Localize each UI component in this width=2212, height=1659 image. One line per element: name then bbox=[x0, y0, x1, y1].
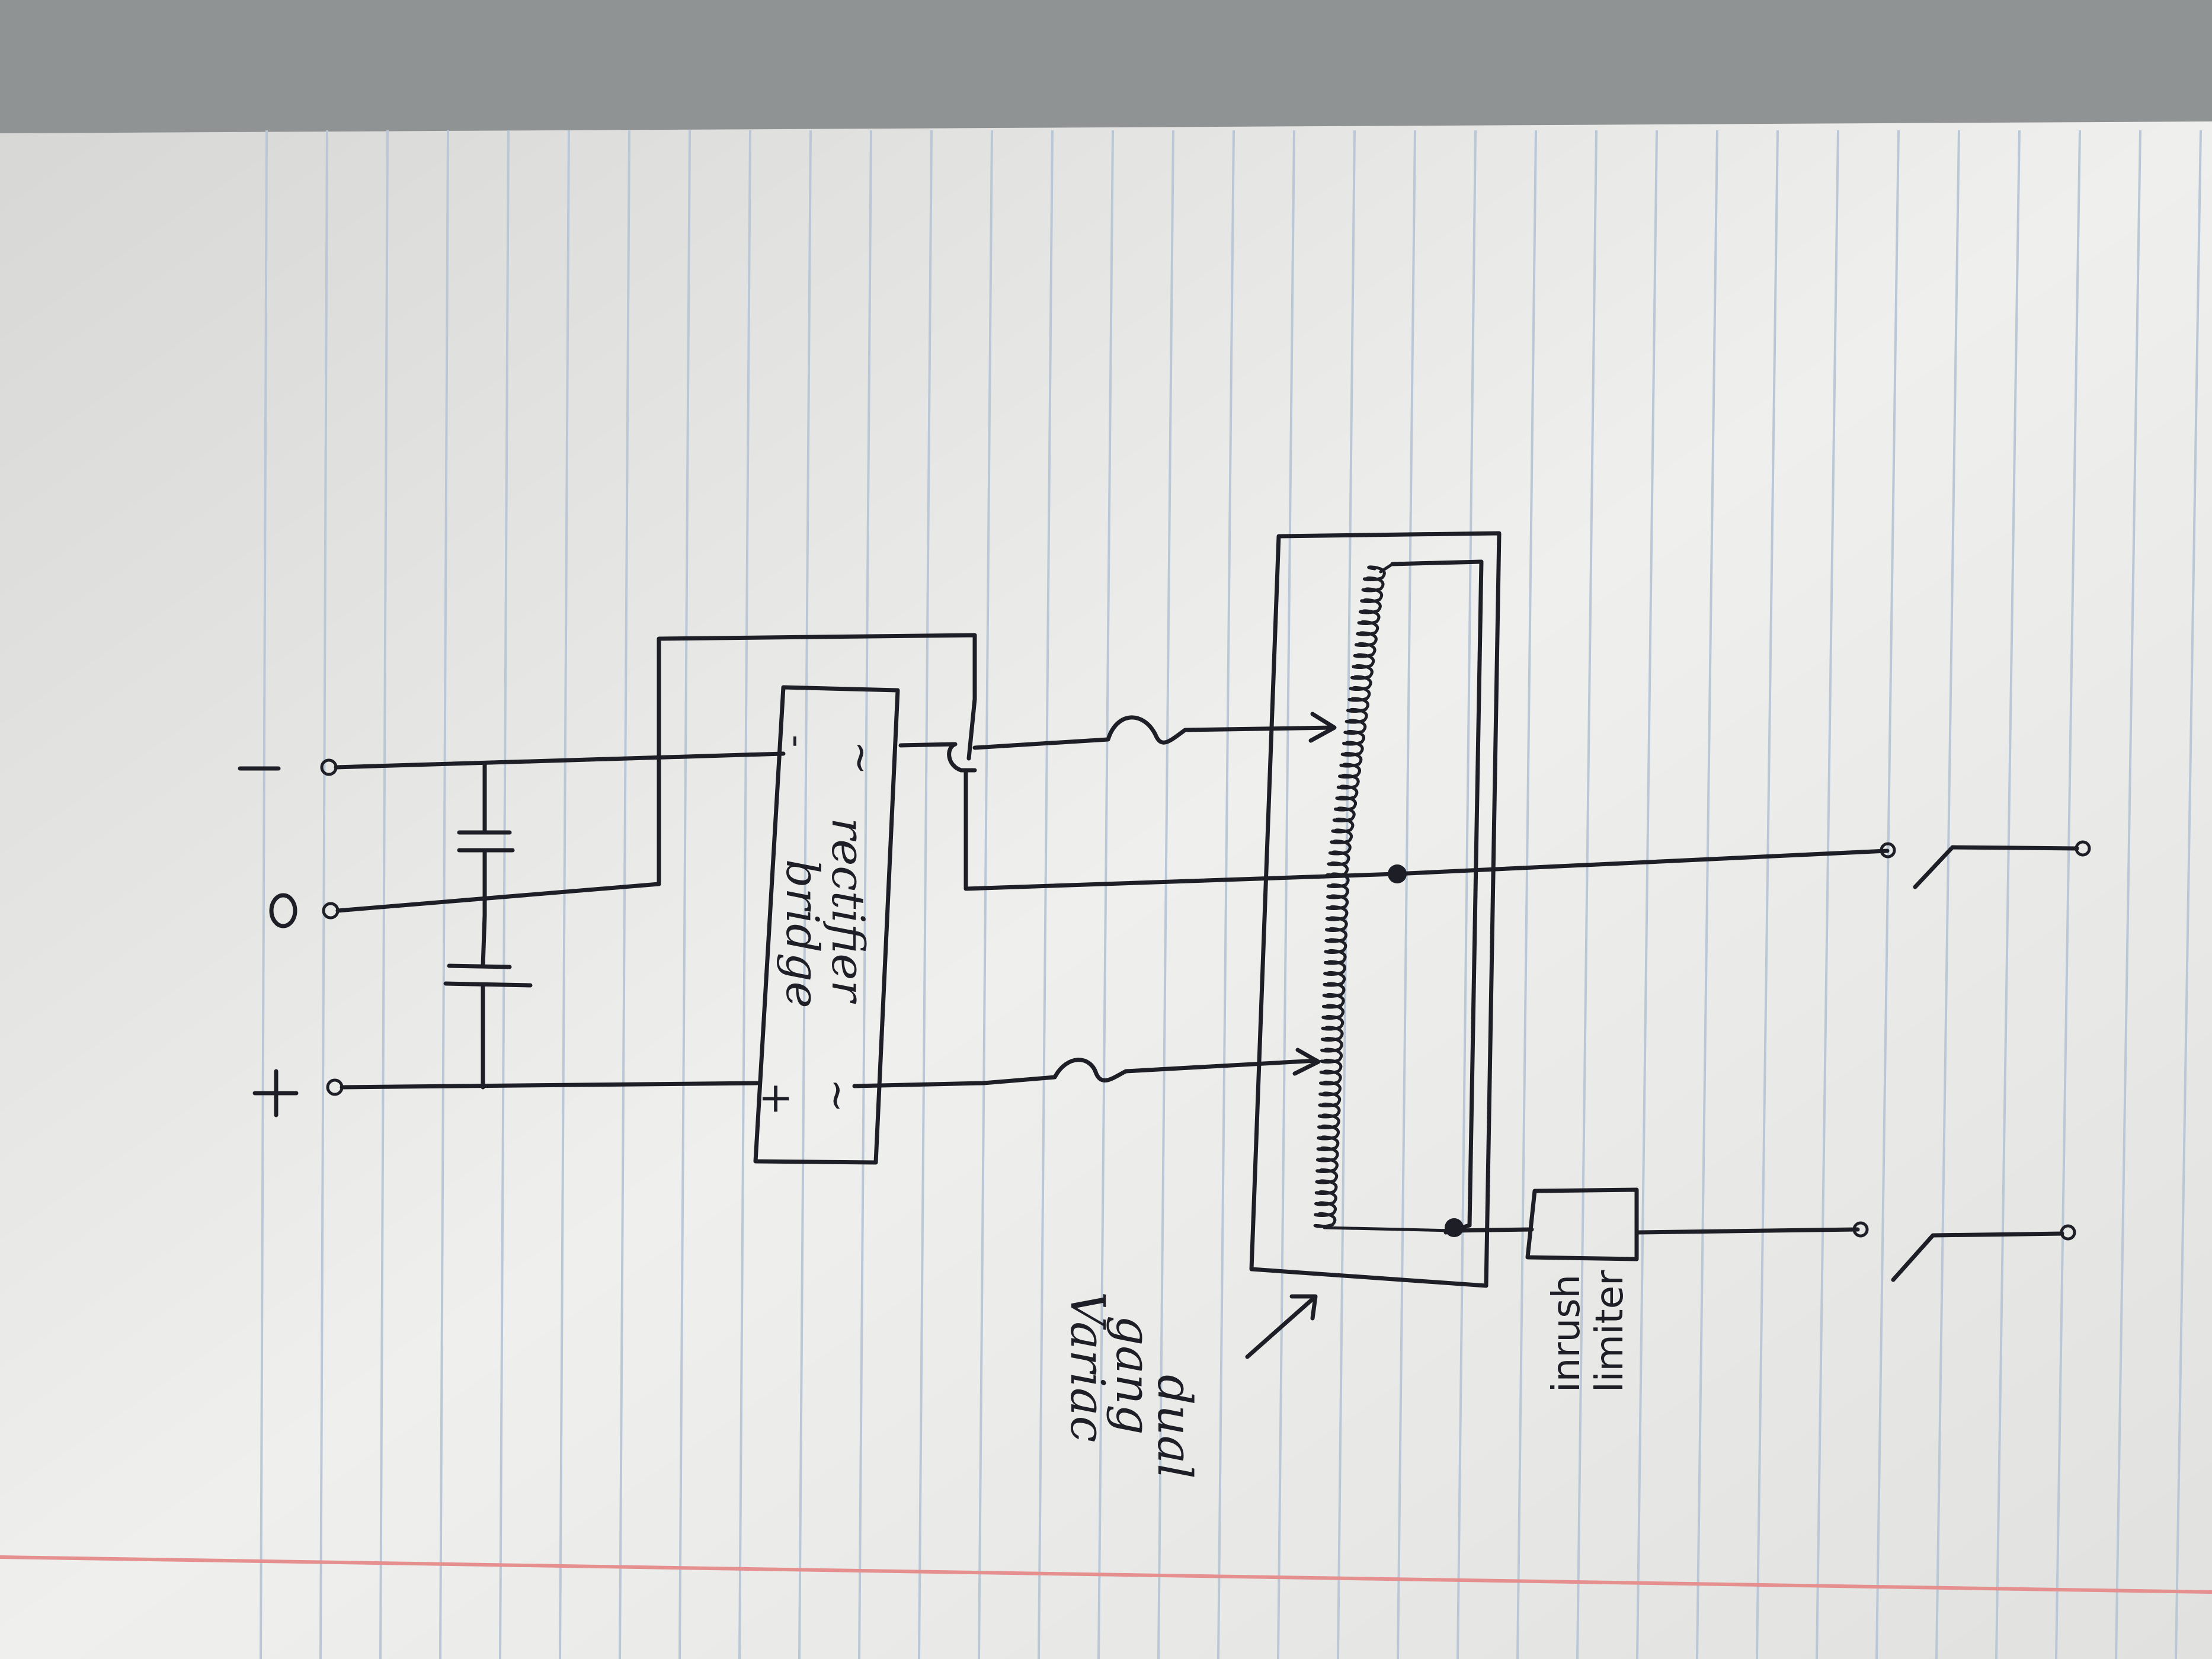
rectifier-pin-ac-bottom: ~ bbox=[814, 1078, 862, 1113]
coil-turns bbox=[1313, 872, 1350, 1228]
ruled-line bbox=[1816, 130, 1839, 1659]
ruled-line bbox=[978, 130, 993, 1659]
ruled-line bbox=[2115, 130, 2141, 1659]
variac-label-line3: Variac bbox=[1060, 1292, 1115, 1442]
ruled-line bbox=[1097, 130, 1114, 1659]
switch-upper bbox=[1880, 840, 2091, 889]
ruled-line bbox=[1277, 130, 1295, 1659]
ruled-line bbox=[1576, 130, 1598, 1659]
ruled-line bbox=[1157, 130, 1174, 1659]
rectifier-pin-ac-top: ~ bbox=[837, 741, 886, 776]
variac-winding-lower bbox=[1313, 872, 1455, 1232]
ruled-line bbox=[1217, 130, 1235, 1659]
inrush-label-line1: inrush bbox=[1545, 1274, 1589, 1392]
ruled-line bbox=[379, 130, 389, 1659]
ruled-line bbox=[2055, 130, 2081, 1659]
ruled-line bbox=[559, 130, 570, 1659]
ruled-line bbox=[260, 130, 268, 1659]
rectifier-bridge bbox=[753, 685, 900, 1165]
ruled-line bbox=[918, 130, 933, 1659]
coil-turns bbox=[1326, 565, 1386, 877]
capacitor-lower bbox=[443, 913, 533, 1090]
margin-line bbox=[0, 1555, 2212, 1594]
ruled-line bbox=[738, 130, 751, 1659]
variac-bottom-node bbox=[1445, 1218, 1464, 1237]
ruled-line bbox=[319, 130, 328, 1659]
ruled-line bbox=[1696, 130, 1718, 1659]
ruled-lines bbox=[260, 130, 2202, 1659]
coil-lead bbox=[1379, 562, 1394, 574]
ruled-line bbox=[439, 130, 449, 1659]
ruled-line bbox=[1456, 130, 1477, 1659]
variac-label-line2: gang bbox=[1106, 1315, 1161, 1435]
ruled-line bbox=[1756, 130, 1779, 1659]
capacitor-upper bbox=[457, 762, 515, 918]
ruled-line bbox=[2175, 130, 2202, 1659]
ruled-line bbox=[499, 130, 510, 1659]
rectifier-pin-plus: + bbox=[753, 1081, 801, 1116]
ruled-line bbox=[1636, 130, 1658, 1659]
inrush-limiter bbox=[1525, 1187, 1639, 1261]
rectifier-label-line2: bridge bbox=[776, 859, 829, 1008]
variac-pointer-arrow bbox=[1245, 1295, 1317, 1359]
inrush-label-line2: limiter bbox=[1588, 1270, 1632, 1392]
ruled-line bbox=[1516, 130, 1537, 1659]
ruled-line bbox=[858, 130, 872, 1659]
ruled-line bbox=[619, 130, 630, 1659]
switch-lower bbox=[1852, 1221, 2076, 1282]
ruled-line bbox=[1038, 130, 1054, 1659]
rectifier-label-line1: rectifier bbox=[822, 818, 875, 1004]
ruled-line bbox=[1397, 130, 1416, 1659]
ruled-line bbox=[798, 130, 812, 1659]
variac-label-line1: dual bbox=[1147, 1375, 1202, 1479]
variac-winding-upper bbox=[1326, 562, 1394, 877]
rectifier-pin-minus: - bbox=[776, 735, 818, 748]
variac-housing bbox=[1249, 531, 1502, 1288]
ruled-line bbox=[678, 130, 691, 1659]
ruled-line bbox=[1935, 130, 1960, 1659]
coil-lead bbox=[1323, 1226, 1455, 1232]
ruled-line bbox=[1995, 130, 2021, 1659]
variac-center-tap-node bbox=[1388, 864, 1407, 883]
ruled-line bbox=[1875, 130, 1900, 1659]
